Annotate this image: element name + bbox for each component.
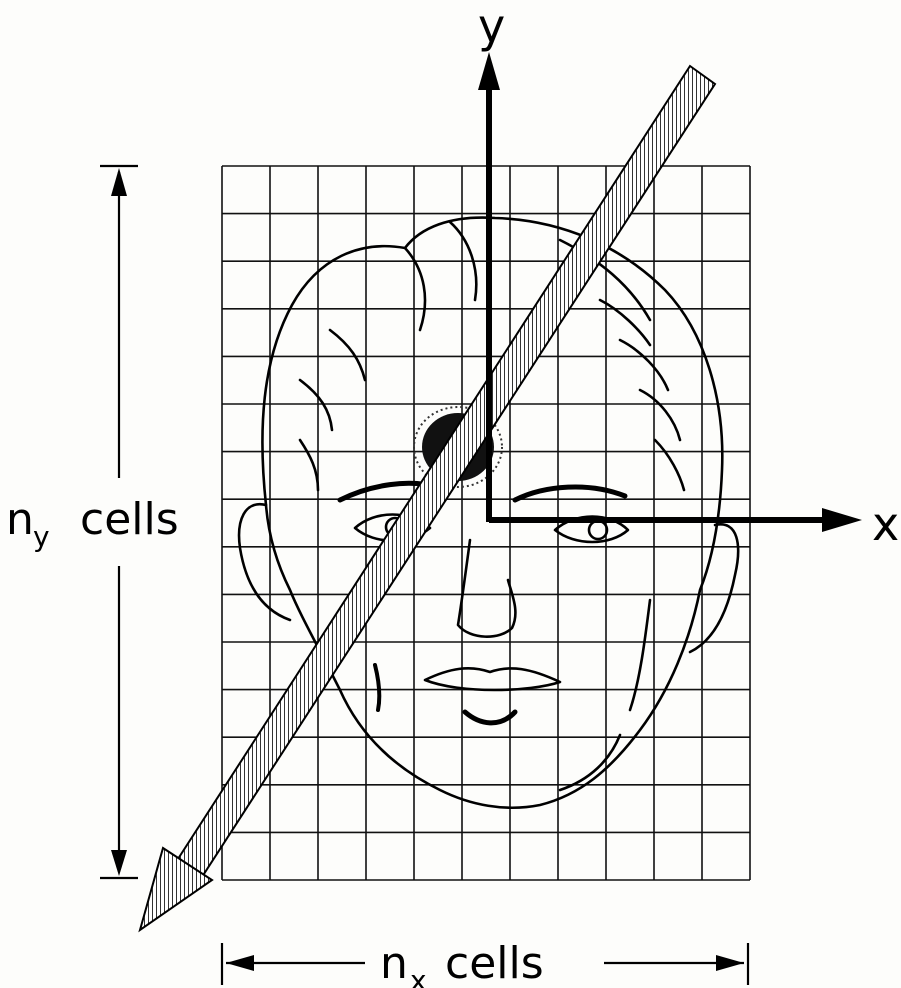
y-axis-arrowhead-icon <box>478 52 500 90</box>
nose <box>458 540 515 637</box>
nx-subscript: x <box>410 964 427 988</box>
dimension-arrow-icon <box>111 168 127 196</box>
nx-symbol: n <box>380 938 408 988</box>
ny-unit: cells <box>80 494 179 545</box>
right-eyebrow <box>515 487 625 500</box>
y-axis-label: y <box>478 0 505 53</box>
ny-subscript: y <box>33 520 50 553</box>
dimension-arrow-icon <box>226 955 254 971</box>
beam-arrow-icon <box>140 66 715 930</box>
x-axis-label: x <box>872 497 899 551</box>
chin-shadow <box>465 712 515 723</box>
left-ear <box>239 504 290 620</box>
nx-unit: cells <box>445 938 544 988</box>
dimension-arrow-icon <box>716 955 744 971</box>
ny-symbol: n <box>6 494 34 545</box>
x-axis-arrowhead-icon <box>822 508 862 532</box>
mouth <box>425 668 560 690</box>
dimension-arrow-icon <box>111 850 127 876</box>
